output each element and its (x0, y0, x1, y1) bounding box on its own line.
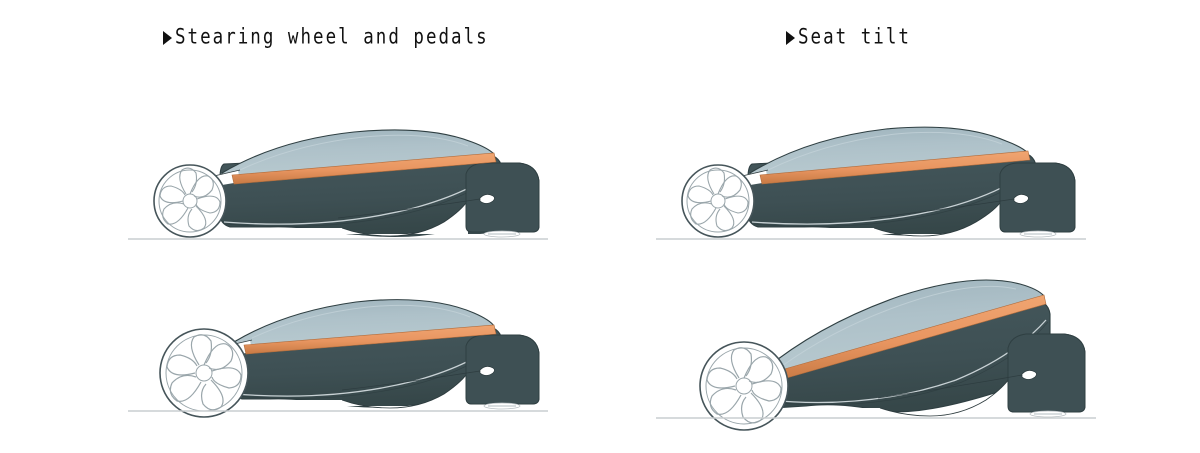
car-illustration-top-left (128, 96, 548, 261)
teardrop-vent-icon (1021, 370, 1037, 380)
wheel-spokes (706, 347, 782, 424)
heading-steering-wheel-and-pedals: Stearing wheel and pedals (163, 24, 516, 50)
front-wheel (681, 164, 755, 238)
rear-underbody-cutout (224, 199, 469, 237)
rear-wheel-contact (1019, 230, 1057, 238)
wheel-spokes (166, 334, 242, 411)
rear-wheel-contact (483, 402, 521, 410)
rear-wheel-contact (483, 230, 521, 238)
rear-underbody-cutout (236, 371, 469, 409)
front-wheel (153, 164, 227, 238)
triangle-right-icon (786, 30, 795, 45)
triangle-right-icon (163, 30, 172, 45)
accent-stripe-orange (243, 324, 497, 355)
heading-seat-tilt: Seat tilt (786, 24, 921, 50)
wheel-spokes (159, 167, 221, 232)
car-illustration-bottom-right (656, 258, 1096, 438)
rear-underbody-cutout (768, 373, 1013, 417)
accent-stripe-orange (231, 152, 497, 185)
accent-stripe-orange (759, 150, 1031, 185)
rear-fender-pod-front (869, 162, 1076, 233)
rear-fender-pod-front (877, 333, 1086, 413)
teardrop-vent-icon (1013, 194, 1029, 204)
rear-underbody-cutout (752, 199, 1003, 237)
front-wheel (159, 328, 249, 418)
car-illustration-bottom-left (128, 268, 548, 433)
heading-seat-label: Seat tilt (798, 24, 911, 50)
wheel-spokes (687, 167, 749, 232)
rear-fender-pod-front (341, 334, 540, 405)
front-wheel (699, 341, 789, 431)
car-illustration-top-right (656, 96, 1086, 261)
heading-steering-label: Stearing wheel and pedals (175, 24, 489, 50)
teardrop-vent-icon (479, 366, 495, 376)
rear-wheel-contact (1029, 410, 1067, 418)
teardrop-vent-icon (479, 194, 495, 204)
